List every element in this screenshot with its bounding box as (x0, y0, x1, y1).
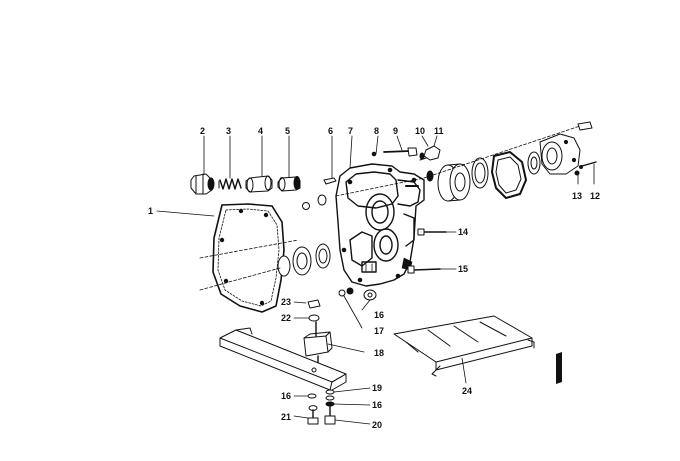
sleeve-part-4 (245, 175, 273, 193)
screw-part-15 (407, 265, 441, 274)
washer-part-22 (308, 314, 320, 322)
washer-part-13 (574, 170, 580, 176)
leader-lines (156, 125, 595, 425)
label-part-16-left: 16 (281, 391, 291, 401)
label-part-24: 24 (462, 386, 472, 396)
sensor-part-11 (419, 145, 441, 161)
label-part-8: 8 (374, 126, 379, 136)
pin-cluster (302, 194, 327, 210)
label-part-4: 4 (258, 126, 263, 136)
label-part-19: 19 (372, 383, 382, 393)
gasket-cover-right (491, 151, 527, 199)
label-part-3: 3 (226, 126, 231, 136)
plug-part-2 (190, 173, 215, 195)
gasket-part-1 (212, 203, 285, 313)
mount-part-18 (303, 321, 333, 365)
spring-part-3 (218, 178, 242, 190)
label-part-17: 17 (374, 326, 384, 336)
label-part-9: 9 (393, 126, 398, 136)
bolt-part-9 (371, 147, 418, 157)
label-part-16-upper: 16 (374, 310, 384, 320)
heat-shield-part-24 (393, 315, 535, 377)
label-part-15: 15 (458, 264, 468, 274)
label-part-20: 20 (372, 420, 382, 430)
label-part-7: 7 (348, 126, 353, 136)
label-part-11: 11 (434, 126, 444, 136)
washer-part-19 (325, 389, 335, 401)
ring-right (471, 157, 489, 189)
nut-part-23 (307, 299, 321, 309)
part-number-labels: 2 3 4 5 6 7 8 9 10 11 1 14 15 16 17 23 2… (148, 126, 600, 430)
bolt-part-12 (579, 161, 597, 169)
washer-part-16-lower (307, 393, 317, 399)
label-part-16-right: 16 (372, 400, 382, 410)
corner-mark (556, 352, 562, 384)
label-part-18: 18 (374, 348, 384, 358)
screw-part-14 (417, 228, 447, 236)
end-cover-right (539, 133, 581, 175)
pin-part-top-right (577, 121, 593, 131)
label-part-13: 13 (572, 191, 582, 201)
pin-part-6 (323, 177, 337, 185)
housing-part-7 (335, 163, 425, 287)
label-part-1: 1 (148, 206, 153, 216)
bearing-left (277, 243, 331, 277)
label-part-14: 14 (458, 227, 468, 237)
bolt-part-20 (324, 405, 336, 425)
bearing-right (426, 163, 471, 202)
washer-part-17 (338, 287, 354, 297)
label-part-23: 23 (281, 297, 291, 307)
detent-sleeve-part-5 (277, 176, 301, 192)
nut-part-16 (363, 289, 377, 301)
label-part-2: 2 (200, 126, 205, 136)
seal-right (527, 151, 541, 175)
crossmember-bracket (219, 327, 347, 391)
label-part-12: 12 (590, 191, 600, 201)
label-part-21: 21 (281, 412, 291, 422)
label-part-22: 22 (281, 313, 291, 323)
label-part-5: 5 (285, 126, 290, 136)
label-part-10: 10 (415, 126, 425, 136)
bolt-part-21 (307, 405, 319, 425)
label-part-6: 6 (328, 126, 333, 136)
